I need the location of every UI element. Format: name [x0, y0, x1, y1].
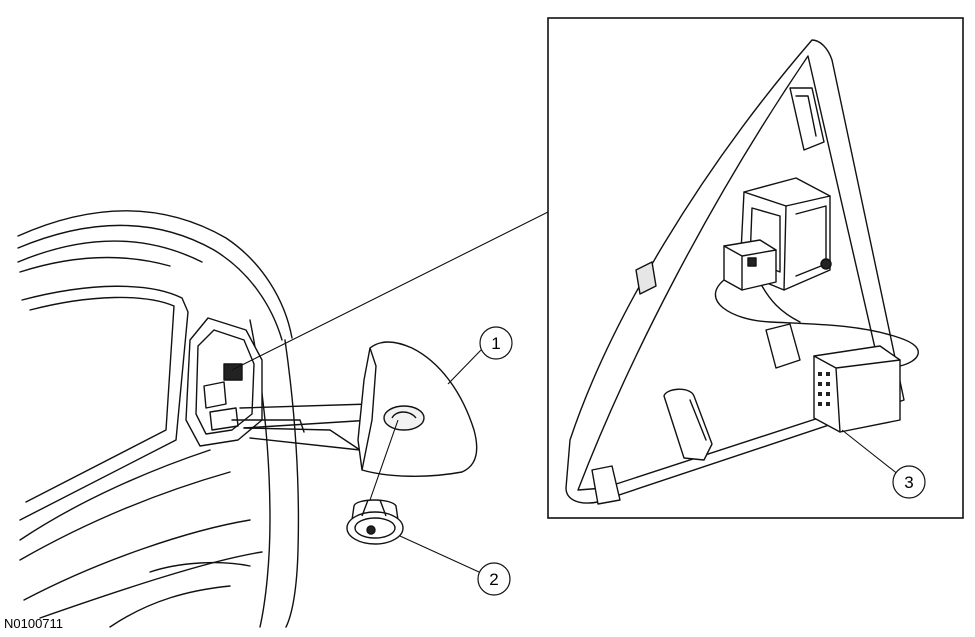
callout-leaders [399, 349, 900, 573]
callout-2: 2 [477, 562, 511, 596]
svg-text:3: 3 [904, 473, 913, 492]
figure-id-label: N0100711 [4, 616, 64, 631]
mirror-cover [357, 341, 478, 477]
inset-housing-illustration [565, 39, 919, 505]
detail-inset-box [547, 17, 964, 519]
callout-1: 1 [479, 326, 513, 360]
svg-text:1: 1 [491, 334, 500, 353]
svg-text:2: 2 [489, 570, 498, 589]
connection-lines [231, 211, 549, 501]
callout-3: 3 [892, 465, 926, 499]
door-and-mirror-base-illustration [17, 210, 373, 628]
mirror-switch-knob [346, 499, 404, 545]
